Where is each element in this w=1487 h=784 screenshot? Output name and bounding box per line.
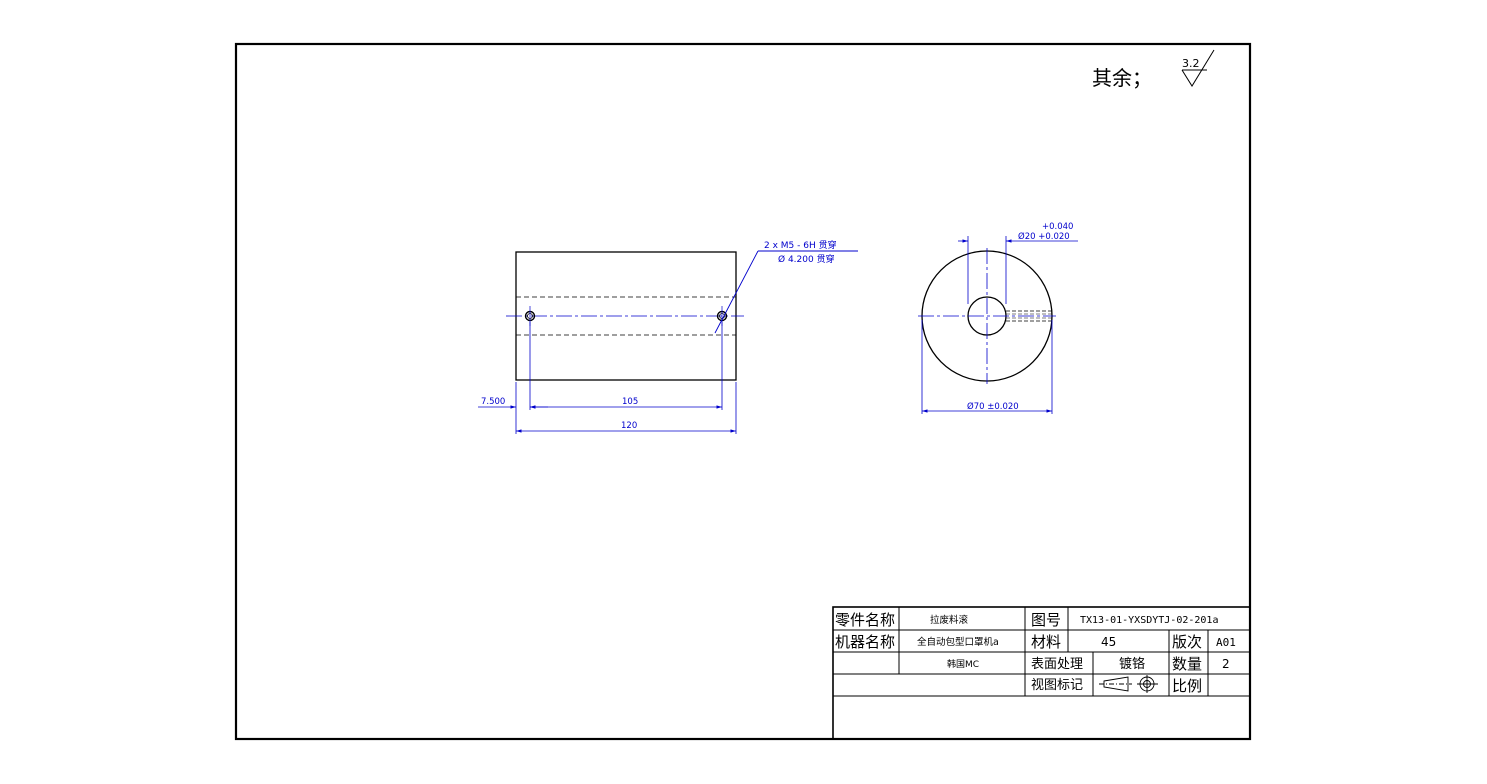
scale-label: 比例 — [1172, 677, 1202, 695]
side-view: 2 x M5 - 6H 贯穿 Ø 4.200 贯穿 7.500 105 120 — [478, 239, 858, 434]
drawing-no: TX13-01-YXSDYTJ-02-201a — [1080, 615, 1218, 626]
title-block-text: 零件名称 拉废料滚 图号 TX13-01-YXSDYTJ-02-201a 机器名… — [835, 611, 1236, 695]
roughness-symbol — [1181, 49, 1215, 87]
dim-bore-text: Ø20 +0.020 — [1018, 231, 1070, 242]
dim-length-text: 120 — [621, 421, 637, 431]
part-name: 拉废料滚 — [930, 614, 969, 626]
quantity: 2 — [1222, 657, 1230, 671]
projection-symbol-icon — [1099, 675, 1158, 693]
view-symbol-label: 视图标记 — [1031, 678, 1083, 693]
dim-bore-tol-upper: +0.040 — [1042, 222, 1073, 232]
hole-leader — [714, 250, 759, 334]
surface: 镀铬 — [1119, 656, 1145, 672]
surface-roughness-note: 其余； 3.2 — [1092, 49, 1215, 90]
part-name-label: 零件名称 — [835, 611, 895, 629]
hole-note-line2: Ø 4.200 贯穿 — [778, 253, 835, 265]
dim-offset-text: 7.500 — [481, 397, 505, 407]
surface-label: 表面处理 — [1031, 657, 1083, 672]
quantity-label: 数量 — [1172, 655, 1202, 673]
title-block-frame — [832, 606, 1251, 740]
revision-label: 版次 — [1172, 633, 1202, 651]
machine-name-label: 机器名称 — [835, 633, 895, 651]
material-label: 材料 — [1031, 633, 1061, 651]
roughness-value: 3.2 — [1182, 57, 1200, 70]
revision: A01 — [1216, 636, 1236, 649]
title-block — [832, 606, 1251, 740]
machine-name: 全自动包型口罩机a — [917, 636, 999, 648]
roughness-prefix: 其余； — [1092, 66, 1152, 90]
dim-outer-text: Ø70 ±0.020 — [967, 401, 1019, 412]
company: 韩国MC — [947, 658, 979, 670]
drawing-border — [234, 42, 1252, 741]
hole-note-line1: 2 x M5 - 6H 贯穿 — [764, 239, 837, 251]
end-view: +0.040 Ø20 +0.020 Ø70 ±0.020 — [918, 222, 1078, 414]
material: 45 — [1101, 635, 1116, 649]
drawing-no-label: 图号 — [1031, 611, 1061, 629]
dim-spacing-text: 105 — [622, 397, 638, 407]
